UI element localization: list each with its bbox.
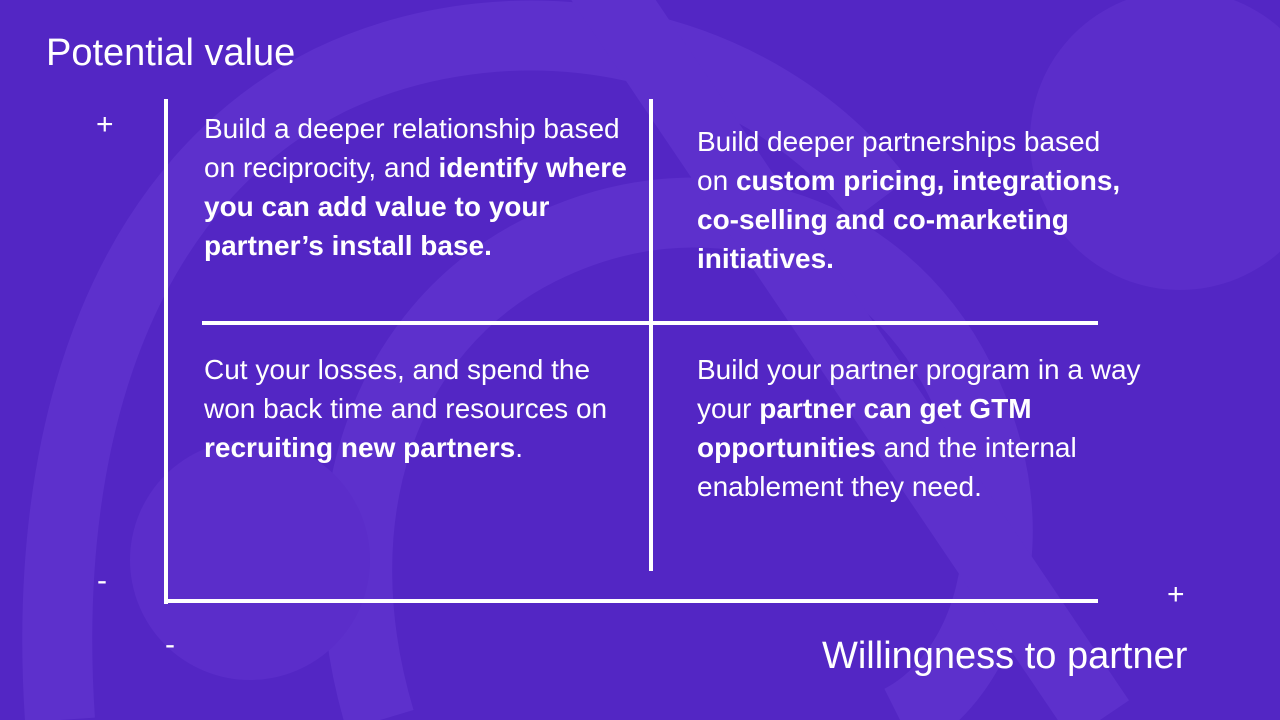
vertical-quadrant-divider xyxy=(649,99,653,571)
y-axis-high-label: + xyxy=(96,108,114,141)
quadrant-bold-text: partner can get GTM opportunities xyxy=(697,393,1032,463)
y-axis-low-label: - xyxy=(97,564,107,597)
quadrant-text: Cut your losses, and spend the won back … xyxy=(204,354,608,424)
quadrant-text: Build a deeper relationship based on rec… xyxy=(204,113,620,183)
quadrant-bold-text: recruiting new partners xyxy=(204,432,516,463)
quadrant-bold-text: custom pricing, integrations, co-selling… xyxy=(697,165,1121,274)
quadrant-bold-text: identify where you can add value to your… xyxy=(204,152,627,261)
quadrant-bottom-right: Build your partner program in a way your… xyxy=(697,350,1157,506)
horizontal-quadrant-divider xyxy=(202,321,1098,325)
quadrant-top-left: Build a deeper relationship based on rec… xyxy=(204,109,634,265)
x-axis-low-label: - xyxy=(165,628,175,661)
x-axis-line xyxy=(164,599,1098,603)
quadrant-text: Build your partner program in a way your xyxy=(697,354,1141,424)
quadrant-text-end: . xyxy=(515,432,523,463)
x-axis-high-label: + xyxy=(1167,578,1185,611)
quadrant-bottom-left: Cut your losses, and spend the won back … xyxy=(204,350,634,467)
y-axis-line xyxy=(164,99,168,604)
y-axis-title: Potential value xyxy=(46,32,296,74)
quadrant-text-end: and the internal enablement they need. xyxy=(697,432,1077,502)
quadrant-text: Build deeper partnerships based on xyxy=(697,126,1101,196)
x-axis-title: Willingness to partner xyxy=(822,635,1188,677)
quadrant-top-right: Build deeper partnerships based on custo… xyxy=(697,122,1127,278)
